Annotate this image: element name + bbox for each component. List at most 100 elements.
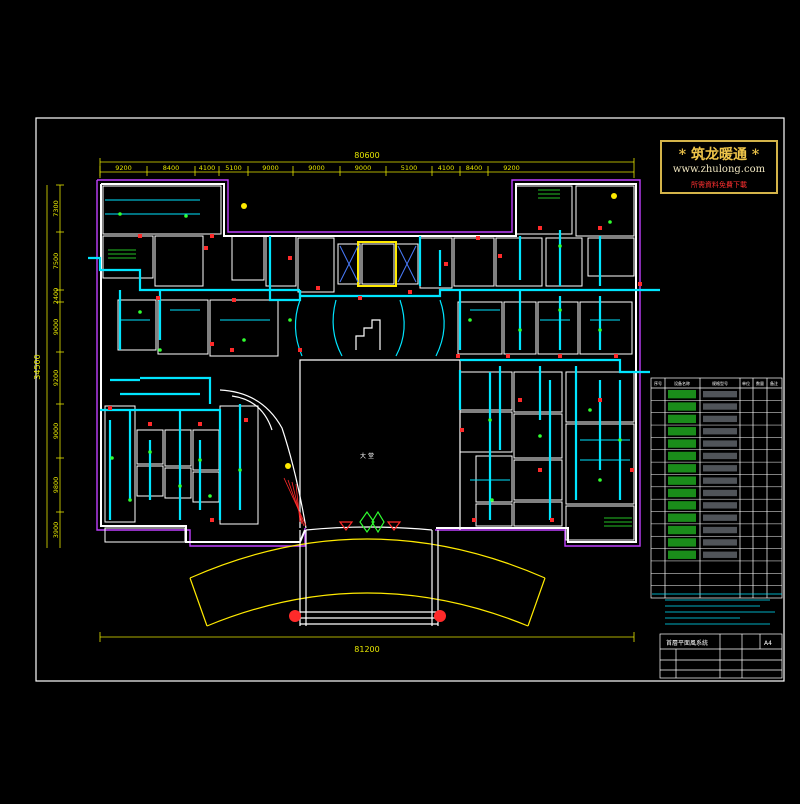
top-dimension-value: 4100 (438, 164, 455, 172)
diffuser-mark (558, 244, 562, 248)
legend-spec (703, 489, 737, 497)
legend-symbol (668, 550, 696, 559)
left-dimension-line (46, 185, 61, 548)
diffuser-mark (288, 318, 292, 322)
equipment-mark (598, 226, 602, 230)
legend-header: 序号设备名称规格型号单位数量备注 (654, 380, 778, 386)
equipment-mark (148, 422, 152, 426)
legend-symbol (668, 427, 696, 436)
legend-header-cell: 单位 (742, 380, 750, 386)
equipment-mark (630, 468, 634, 472)
equipment-mark (498, 254, 502, 258)
legend-spec (703, 428, 737, 435)
entrance-planters (289, 610, 446, 622)
legend-spec (703, 403, 737, 410)
legend-symbol (668, 476, 696, 485)
top-overall-dimension: 80600 (354, 151, 379, 160)
legend-symbol (668, 488, 696, 498)
hall-label: 大 堂 (360, 452, 374, 460)
diffuser-mark (538, 434, 542, 438)
duct-segment (418, 236, 442, 286)
legend-header-cell: 数量 (756, 380, 764, 386)
duct-segment (458, 290, 602, 350)
bottom-overall-dimension: 81200 (354, 645, 379, 654)
equipment-mark (232, 298, 236, 302)
diffuser-mark (598, 328, 602, 332)
diffuser-mark (184, 214, 188, 218)
legend-notes (652, 593, 782, 625)
diffuser-mark (138, 310, 142, 314)
legend-header-cell: 规格型号 (712, 380, 728, 386)
legend-symbol (668, 501, 696, 510)
top-dimension-value: 9000 (308, 164, 325, 172)
equipment-mark (456, 354, 460, 358)
elevator-crosses (339, 245, 417, 283)
equipment-mark (472, 518, 476, 522)
equipment-legend-table (650, 377, 783, 599)
duct-segment (298, 288, 660, 298)
diffuser-mark (518, 328, 522, 332)
diffuser-mark (488, 418, 492, 422)
duct-segment (108, 410, 152, 520)
duct-segment (100, 408, 222, 520)
legend-spec (703, 391, 737, 398)
equipment-symbols (108, 226, 642, 522)
legend-symbol (668, 538, 696, 547)
equipment-mark (518, 398, 522, 402)
elevator-highlight (357, 241, 397, 287)
diffuser-mark (158, 348, 162, 352)
equipment-mark (538, 468, 542, 472)
entrance-canopy (189, 526, 546, 627)
equipment-mark (476, 236, 480, 240)
legend-symbol (668, 439, 696, 448)
legend-spec (703, 526, 737, 534)
equipment-mark (156, 296, 160, 300)
top-dimension-value: 5100 (225, 164, 242, 172)
diffuser-mark (110, 456, 114, 460)
title-block (659, 633, 783, 679)
equipment-mark (538, 226, 542, 230)
left-dimension-value: 9000 (52, 423, 60, 440)
legend-symbol (668, 513, 696, 522)
top-dimension-value: 5100 (401, 164, 418, 172)
top-dimension-value: 9000 (355, 164, 372, 172)
equipment-mark (460, 428, 464, 432)
left-dimension-value: 9800 (52, 477, 60, 494)
equipment-mark (638, 282, 642, 286)
duct-segment (574, 366, 622, 500)
bottom-dimension-line (99, 632, 635, 642)
top-dimension-value: 8400 (466, 164, 483, 172)
diffuser-mark (598, 478, 602, 482)
diffuser-mark (208, 494, 212, 498)
equipment-mark (108, 406, 112, 410)
diffuser-mark (490, 498, 494, 502)
diffuser-mark (242, 338, 246, 342)
top-dimension-value: 8400 (163, 164, 180, 172)
left-dimension-value: 2400 (52, 288, 60, 305)
legend-spec (703, 440, 737, 447)
duct-segment (140, 376, 212, 404)
diffuser-mark (608, 220, 612, 224)
zhulong-logo: * 筑龙暖通 * www.zhulong.com 所需資料免費下載 (660, 140, 778, 194)
diffuser-mark (178, 484, 182, 488)
equipment-mark (358, 296, 362, 300)
diffuser-mark (588, 408, 592, 412)
duct-segment (460, 358, 650, 374)
equipment-mark (230, 348, 234, 352)
diffuser-mark (148, 450, 152, 454)
curved-red-railing (283, 477, 307, 527)
equipment-mark (288, 256, 292, 260)
legend-spec (703, 514, 737, 521)
equipment-mark (316, 286, 320, 290)
equipment-mark (598, 398, 602, 402)
legend-symbol (668, 390, 696, 399)
left-overall-dimension: 34500 (33, 354, 42, 379)
equipment-mark (198, 422, 202, 426)
left-dimension-value: 7300 (52, 200, 60, 217)
left-dimension-value: 7500 (52, 253, 60, 270)
legend-spec (703, 465, 737, 472)
sheet-number: A4 (764, 640, 772, 647)
